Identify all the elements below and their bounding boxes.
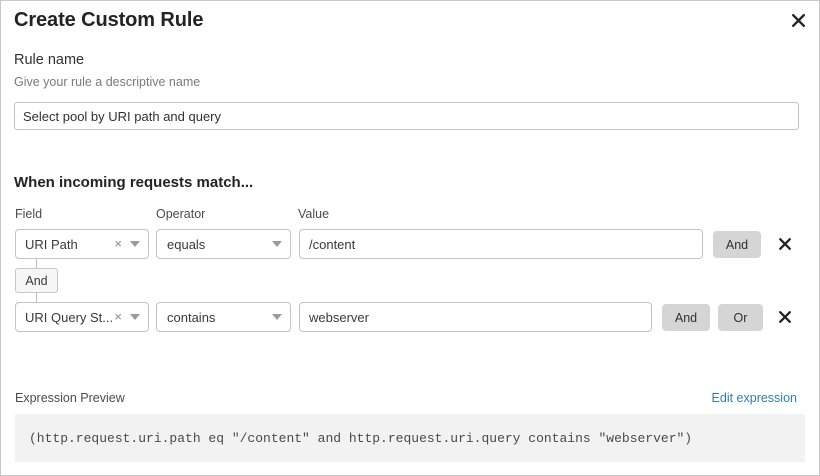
rule-name-input[interactable] (14, 102, 799, 130)
chevron-down-icon[interactable] (126, 314, 148, 320)
operator-select-2[interactable]: contains (156, 302, 291, 332)
column-header-operator: Operator (156, 207, 206, 221)
expression-preview-box: (http.request.uri.path eq "/content" and… (15, 414, 805, 462)
chevron-down-icon[interactable] (126, 241, 148, 247)
and-button-row-2[interactable]: And (662, 304, 710, 331)
or-button-row-2[interactable]: Or (718, 304, 763, 331)
clear-icon[interactable]: × (114, 309, 122, 324)
column-header-value: Value (298, 207, 330, 221)
value-input-2[interactable] (299, 302, 652, 332)
delete-condition-icon-1[interactable] (773, 231, 797, 257)
dialog-title: Create Custom Rule (14, 9, 204, 31)
field-select-1[interactable]: URI Path × (15, 229, 149, 259)
operator-select-1[interactable]: equals (156, 229, 291, 259)
column-header-field: Field (15, 207, 43, 221)
chevron-down-icon[interactable] (268, 314, 290, 320)
field-select-1-value: URI Path (25, 236, 78, 252)
connector-and-chip[interactable]: And (15, 268, 58, 293)
field-select-2-value: URI Query St... (25, 309, 113, 325)
field-select-2[interactable]: URI Query St... × (15, 302, 149, 332)
expression-preview-label: Expression Preview (15, 391, 125, 405)
clear-icon[interactable]: × (114, 236, 122, 251)
delete-condition-icon-2[interactable] (773, 304, 797, 330)
operator-select-2-value: contains (167, 309, 216, 325)
rule-name-help-text: Give your rule a descriptive name (14, 75, 201, 89)
close-icon[interactable] (785, 7, 811, 33)
operator-select-1-value: equals (167, 236, 206, 252)
chevron-down-icon[interactable] (268, 241, 290, 247)
rule-name-label: Rule name (14, 52, 85, 68)
and-button-row-1[interactable]: And (713, 231, 761, 258)
edit-expression-link[interactable]: Edit expression (711, 391, 797, 405)
match-section-title: When incoming requests match... (14, 174, 254, 191)
expression-preview-text: (http.request.uri.path eq "/content" and… (29, 430, 693, 446)
value-input-1[interactable] (299, 229, 703, 259)
